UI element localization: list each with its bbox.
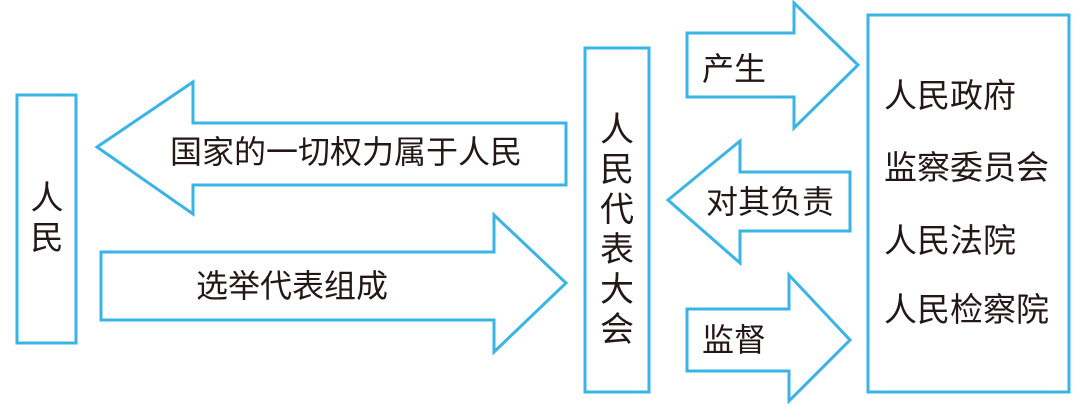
npc-char-2: 民	[600, 150, 634, 190]
npc-char-6: 会	[600, 310, 634, 350]
npc-char-5: 大	[600, 270, 634, 310]
arrow-supervise	[685, 271, 853, 404]
npc-box	[583, 46, 651, 394]
organ-people-procuratorate: 人民检察院	[884, 290, 1049, 329]
npc-char-1: 人	[600, 110, 634, 150]
arrow-elect-representatives	[99, 211, 569, 356]
people-label: 人 民	[27, 178, 67, 258]
state-organs-box	[866, 13, 1071, 394]
people-label-line1: 人	[30, 178, 64, 217]
supervise-label: 监督	[702, 321, 767, 359]
produce-label: 产生	[702, 50, 767, 88]
organ-people-court: 人民法院	[884, 221, 1016, 260]
arrow-produce	[685, 0, 861, 132]
npc-char-4: 表	[600, 230, 634, 270]
organ-supervisory-commission: 监察委员会	[884, 148, 1049, 187]
elect-representatives-label: 选举代表组成	[196, 267, 389, 305]
arrow-responsible-to	[665, 137, 852, 267]
responsible-to-label: 对其负责	[706, 183, 835, 221]
organ-people-government: 人民政府	[884, 76, 1016, 115]
power-belongs-label: 国家的一切权力属于人民	[170, 133, 523, 171]
npc-label: 人 民 代 表 大 会	[597, 110, 637, 350]
people-box	[15, 93, 78, 345]
npc-char-3: 代	[600, 190, 634, 230]
arrow-power-to-people	[94, 79, 568, 217]
people-label-line2: 民	[30, 218, 64, 257]
